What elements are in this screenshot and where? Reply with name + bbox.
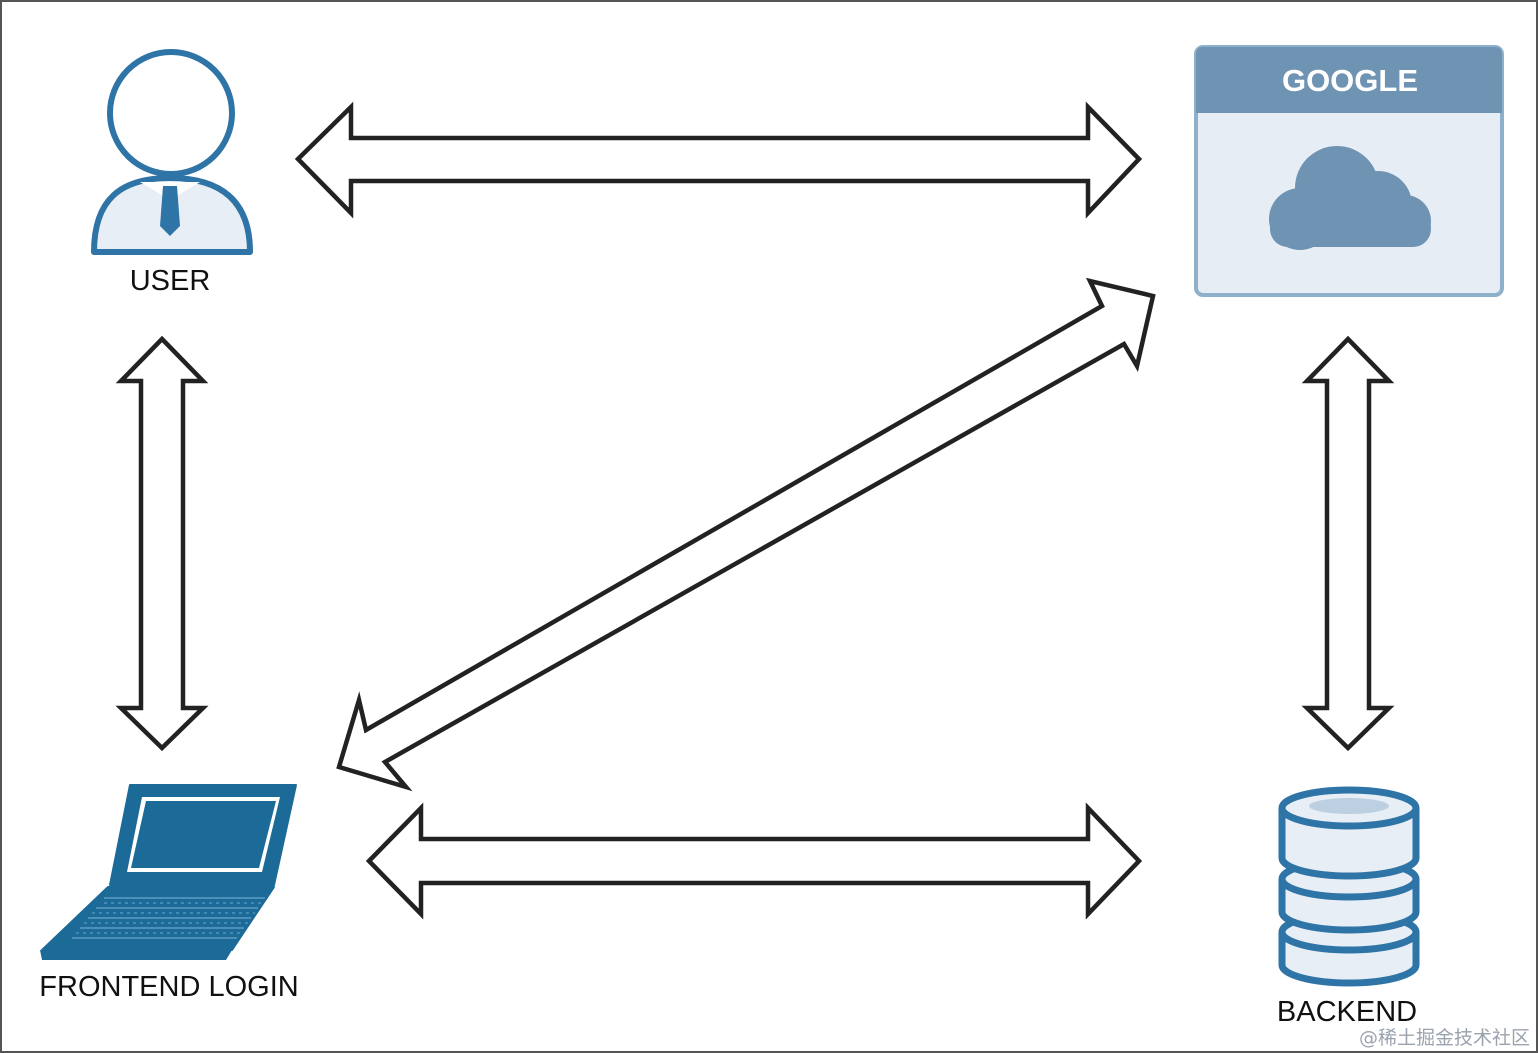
frontend-node: FRONTEND LOGIN (39, 784, 299, 1003)
laptop-icon (40, 784, 297, 960)
backend-node: BACKEND (1277, 786, 1420, 1028)
arrow-frontend-backend (365, 802, 1143, 920)
frontend-label: FRONTEND LOGIN (39, 971, 298, 1003)
user-label: USER (130, 265, 211, 297)
watermark-text: @稀土掘金技术社区 (1359, 1027, 1530, 1049)
arrow-frontend-google (336, 277, 1156, 792)
arrow-google-backend (1301, 335, 1395, 752)
backend-label: BACKEND (1277, 996, 1417, 1028)
user-icon (91, 49, 253, 255)
database-icon (1278, 786, 1420, 987)
google-window-header (1196, 47, 1502, 113)
user-node: USER (91, 49, 253, 297)
google-node: GOOGLE (1194, 45, 1504, 297)
cloud-icon (1269, 146, 1431, 250)
arrow-user-google (294, 101, 1143, 219)
arrow-user-frontend (115, 335, 209, 752)
google-title: GOOGLE (1282, 63, 1418, 98)
